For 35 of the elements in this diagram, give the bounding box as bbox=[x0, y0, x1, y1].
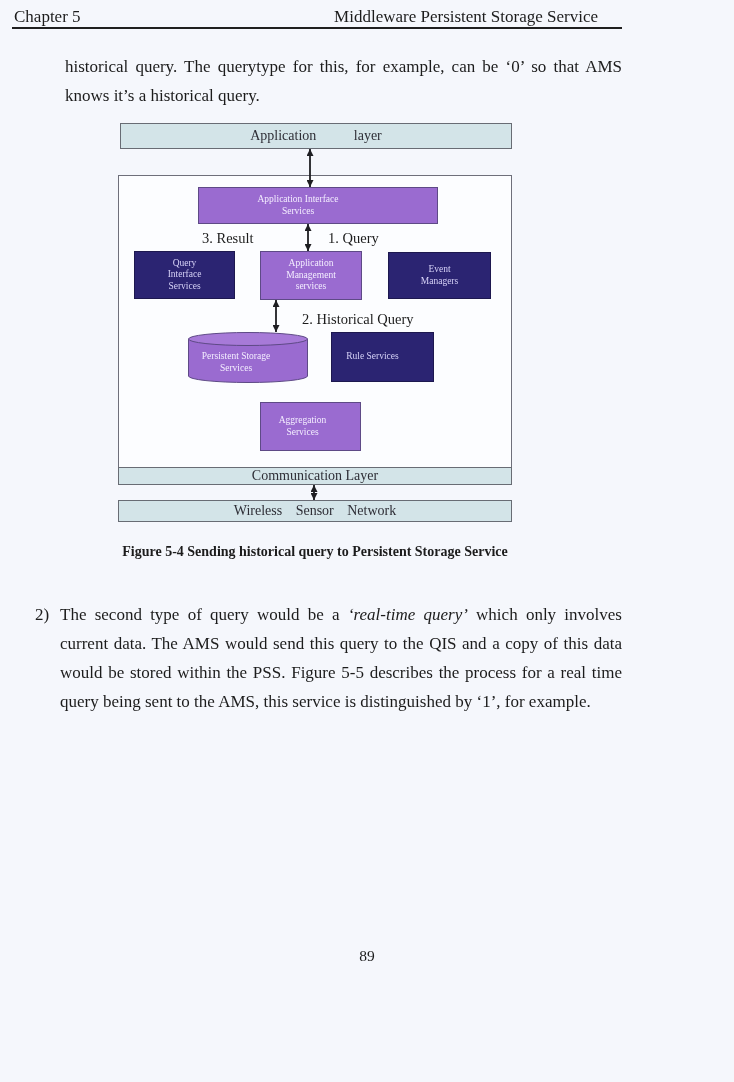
service-label: Event Managers bbox=[419, 264, 460, 287]
service-box bbox=[260, 251, 362, 300]
layer-label: Wireless Sensor Network bbox=[233, 503, 397, 519]
running-header: Middleware Persistent Storage Service bbox=[333, 7, 598, 27]
double-arrow bbox=[304, 223, 312, 252]
service-label: Application Interface Services bbox=[256, 194, 340, 217]
service-label: Persistent Storage Services bbox=[200, 351, 272, 374]
service-box bbox=[331, 332, 434, 382]
figure-caption: Figure 5-4 Sending historical query to Persistent Storage Service bbox=[121, 543, 509, 561]
body-paragraph: historical query. The querytype for this, for example, can be ‘0’ so that AMS knows it’s a historical query. bbox=[65, 56, 622, 107]
service-box bbox=[134, 251, 235, 299]
double-arrow bbox=[310, 484, 318, 501]
layer-band bbox=[118, 500, 512, 522]
body-paragraph: The second type of query would be a ‘real-time query’ which only involves current data. The AMS would send this query to the QIS and a copy of this data would be stored within the PSS. Figure 5-5 describes the process for a real time query being sent to the AMS, this service is distinguished by ‘1’, for example. bbox=[60, 604, 622, 713]
body-paragraph: 2) bbox=[35, 604, 51, 626]
storage-cylinder bbox=[188, 332, 308, 383]
step-label: 1. Query bbox=[328, 229, 380, 247]
service-label: Application Management services bbox=[285, 258, 337, 293]
layer-label: Communication Layer bbox=[251, 468, 379, 484]
step-label: 3. Result bbox=[202, 229, 255, 247]
page-number: 89 bbox=[358, 946, 376, 966]
service-box bbox=[198, 187, 438, 224]
double-arrow bbox=[272, 299, 280, 333]
chapter-heading: Chapter 5 bbox=[14, 7, 82, 27]
layer-label: Application layer bbox=[250, 128, 382, 144]
service-box bbox=[388, 252, 491, 299]
middleware-frame bbox=[118, 175, 512, 485]
step-label: 2. Historical Query bbox=[302, 310, 415, 328]
layer-band bbox=[120, 123, 512, 149]
service-label: Rule Services bbox=[346, 351, 399, 363]
layer-band bbox=[118, 467, 512, 485]
service-box bbox=[260, 402, 361, 451]
service-label: Aggregation Services bbox=[277, 415, 328, 438]
double-arrow bbox=[306, 148, 314, 188]
service-label: Query Interface Services bbox=[166, 257, 203, 293]
